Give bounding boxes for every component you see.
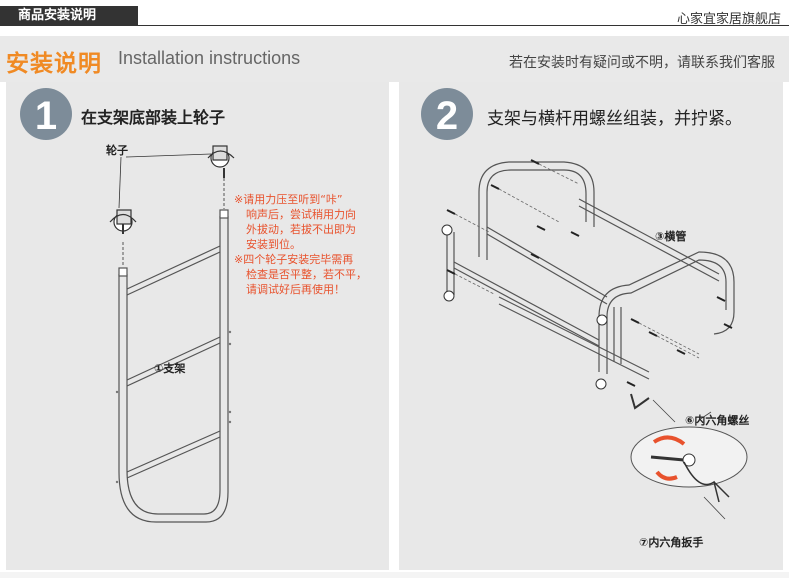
step1-circle xyxy=(20,88,72,140)
step1-number: 1 xyxy=(35,94,57,138)
step2-circle xyxy=(421,88,473,140)
caster-icon xyxy=(441,224,608,390)
store-name: 心家宜家居旗舰店 xyxy=(676,12,781,27)
step1-title: 在支架底部装上轮子 xyxy=(81,108,226,127)
banner-help-text: 若在安装时有疑问或不明，请联系我们客服 xyxy=(509,55,775,71)
screw-icon xyxy=(446,159,733,387)
step1-illustration: 1 xyxy=(20,88,235,523)
wrench-icon xyxy=(683,461,720,503)
wheel-label: 轮子 xyxy=(106,144,128,157)
step2-panel: 2 xyxy=(399,82,783,570)
screw-label: ⑥内六角螺丝 xyxy=(685,414,750,427)
note-line: ※四个轮子安装完毕需再 xyxy=(234,253,354,266)
step2-number: 2 xyxy=(436,94,458,138)
detail-screw-icon xyxy=(650,435,696,481)
crossbar-label: ③横管 xyxy=(655,230,687,243)
note-line: 检查是否平整，若不平， xyxy=(246,268,367,281)
note-line: 外拔动，若拔不出即为 xyxy=(246,223,356,236)
note-line: 安装到位。 xyxy=(246,238,301,251)
step1-panel: 1 xyxy=(6,82,389,570)
wrench-label: ⑦内六角扳手 xyxy=(639,536,704,549)
title-banner: 安装说明 Installation instructions 若在安装时有疑问或… xyxy=(0,36,789,82)
step1-notes: ※请用力压至听到“咔” 响声后，尝试稍用力向 外拔动，若拔不出即为 安装到位。 … xyxy=(234,192,384,297)
rack-frame-icon xyxy=(446,161,735,380)
wrench-small-icon xyxy=(630,393,650,410)
stand-frame-icon xyxy=(118,209,229,523)
top-bar: 商品安装说明 心家宜家居旗舰店 xyxy=(0,0,789,27)
stand-label: ①支架 xyxy=(154,362,186,375)
wheel-icon xyxy=(109,145,235,234)
note-line: 响声后，尝试稍用力向 xyxy=(246,208,356,221)
header-rule xyxy=(138,25,789,26)
footer-strip xyxy=(0,572,789,578)
banner-title-cn: 安装说明 xyxy=(6,51,102,77)
step2-title: 支架与横杆用螺丝组装，并拧紧。 xyxy=(487,109,742,129)
banner-title-en: Installation instructions xyxy=(118,48,301,68)
note-line: 请调试好后再使用！ xyxy=(246,283,345,296)
note-line: ※请用力压至听到“咔” xyxy=(234,193,343,206)
step2-illustration: 2 xyxy=(421,88,748,520)
section-tab: 商品安装说明 xyxy=(0,6,138,26)
